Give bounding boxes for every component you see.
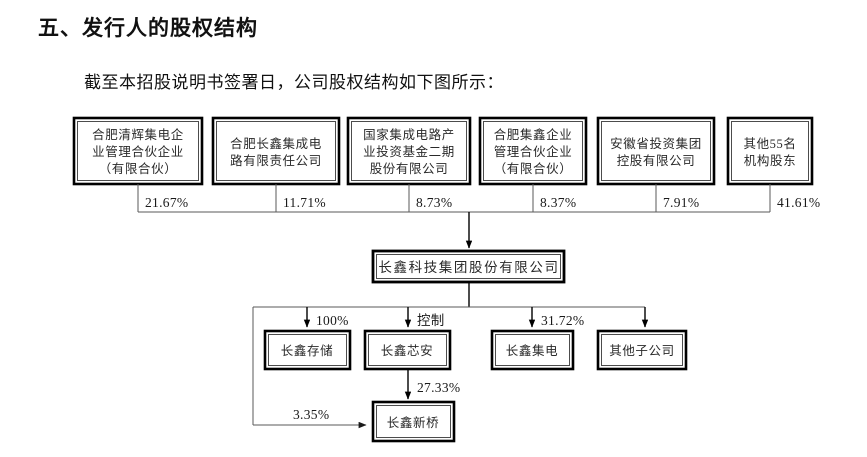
shareholder-box-1: 合肥长鑫集成电 路有限责任公司 — [211, 116, 341, 186]
second-level-labels: 27.33% 3.35% — [293, 380, 460, 422]
shareholder-label-line1: 合肥清辉集电企 — [92, 127, 184, 142]
shareholder-connectors — [137, 184, 771, 249]
ownership-percent-5: 41.61% — [777, 195, 820, 210]
subsidiary-row: 长鑫存储 长鑫芯安 长鑫集电 其他子公司 — [263, 329, 688, 371]
shareholder-label-line2: 业管理合伙企业 — [92, 144, 184, 159]
subsidiary-relation-labels: 100% 控制 31.72% — [316, 313, 584, 328]
ownership-percent-3: 8.37% — [540, 195, 576, 210]
shareholder-label-line2: 管理合伙企业 — [494, 144, 573, 159]
second-level-box: 长鑫新桥 — [371, 400, 456, 443]
intro-paragraph: 截至本招股说明书签署日，公司股权结构如下图所示： — [84, 73, 504, 92]
shareholder-label-line2: 控股有限公司 — [617, 154, 696, 168]
ownership-percent-1: 11.71% — [283, 195, 326, 210]
second-level-percent-1: 3.35% — [293, 407, 329, 422]
subsidiary-label-0: 长鑫存储 — [281, 343, 333, 358]
shareholder-label-line2: 机构股东 — [744, 153, 796, 168]
second-level-label: 长鑫新桥 — [387, 415, 439, 430]
subsidiary-relation-1: 控制 — [417, 313, 445, 328]
shareholder-box-3: 合肥集鑫企业 管理合伙企业 （有限合伙） — [478, 116, 588, 186]
issuer-box: 长鑫科技集团股份有限公司 — [371, 249, 566, 284]
subsidiary-label-2: 长鑫集电 — [506, 343, 558, 358]
shareholder-label-line1: 国家集成电路产 — [363, 127, 455, 142]
subsidiary-box-2: 长鑫集电 — [490, 329, 575, 371]
shareholder-label-line3: 股份有限公司 — [370, 162, 449, 176]
shareholder-label-line2: 业投资基金二期 — [363, 144, 455, 159]
shareholder-label-line3: （有限合伙） — [99, 161, 178, 176]
issuer-label: 长鑫科技集团股份有限公司 — [378, 259, 559, 275]
shareholder-label-line3: （有限合伙） — [494, 161, 573, 176]
subsidiary-connectors — [252, 282, 649, 425]
ownership-percent-0: 21.67% — [145, 195, 188, 210]
shareholder-box-4: 安徽省投资集团 控股有限公司 — [596, 116, 716, 186]
ownership-percent-4: 7.91% — [663, 195, 699, 210]
shareholder-box-2: 国家集成电路产 业投资基金二期 股份有限公司 — [346, 116, 472, 186]
shareholder-box-0: 合肥清辉集电企 业管理合伙企业 （有限合伙） — [72, 116, 204, 186]
shareholder-label-line2: 路有限责任公司 — [230, 153, 322, 168]
subsidiary-relation-2: 31.72% — [541, 313, 584, 328]
subsidiary-box-1: 长鑫芯安 — [363, 329, 452, 371]
subsidiary-label-1: 长鑫芯安 — [381, 343, 433, 358]
subsidiary-relation-0: 100% — [316, 313, 349, 328]
shareholder-label-line1: 安徽省投资集团 — [610, 136, 702, 151]
shareholder-label-line1: 合肥长鑫集成电 — [230, 136, 322, 151]
subsidiary-box-0: 长鑫存储 — [263, 329, 352, 371]
subsidiary-label-3: 其他子公司 — [609, 344, 675, 358]
second-level-connectors — [253, 369, 412, 429]
page-title: 五、发行人的股权结构 — [38, 17, 258, 40]
shareholder-percent-labels: 21.67% 11.71% 8.73% 8.37% 7.91% 41.61% — [145, 195, 820, 210]
shareholder-label-line1: 其他55名 — [743, 136, 796, 151]
shareholder-box-5: 其他55名 机构股东 — [726, 116, 814, 186]
second-level-percent-0: 27.33% — [417, 380, 460, 395]
shareholder-row: 合肥清辉集电企 业管理合伙企业 （有限合伙） 合肥长鑫集成电 路有限责任公司 国… — [72, 116, 814, 186]
shareholder-label-line1: 合肥集鑫企业 — [494, 127, 573, 142]
subsidiary-box-3: 其他子公司 — [596, 329, 688, 371]
ownership-percent-2: 8.73% — [416, 195, 452, 210]
